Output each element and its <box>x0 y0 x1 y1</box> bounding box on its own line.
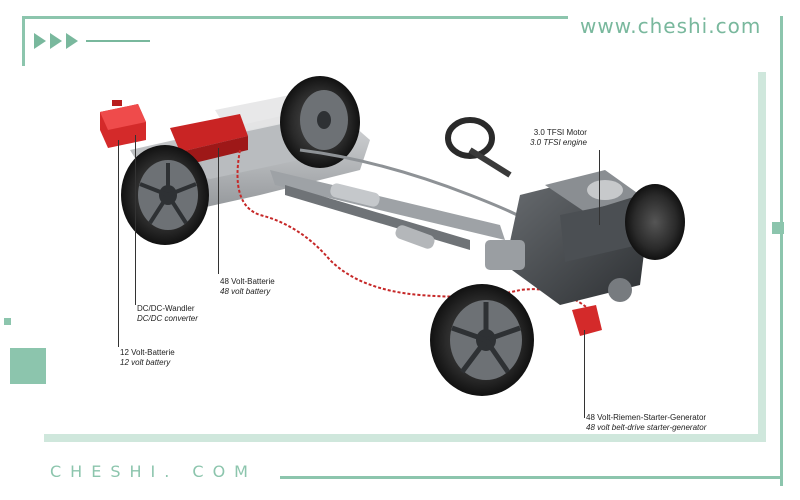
label-engine-de: 3.0 TFSI Motor <box>533 128 587 137</box>
frame-inner-bottom <box>44 434 766 442</box>
label-dcdc-de: DC/DC-Wandler <box>137 304 195 313</box>
label-battery48-en: 48 volt battery <box>220 287 271 296</box>
arrow-underline <box>86 40 150 42</box>
frame-right-line <box>780 16 783 486</box>
driveshaft-exhaust <box>270 148 537 250</box>
label-battery48-de: 48 Volt-Batterie <box>220 277 275 286</box>
leader-bsg <box>584 330 585 418</box>
front-right-wheel <box>625 184 685 260</box>
frame-bottom-line <box>280 476 783 479</box>
label-engine: 3.0 TFSI Motor 3.0 TFSI engine <box>530 128 587 148</box>
engine-block <box>485 170 650 305</box>
label-battery12-de: 12 Volt-Batterie <box>120 348 175 357</box>
label-bsg: 48 Volt-Riemen-Starter-Generator 48 volt… <box>586 413 706 433</box>
watermark-footer-brand: CHESHI. COM <box>50 462 257 481</box>
battery-12v-shape <box>100 100 146 148</box>
steering-wheel-icon <box>445 117 512 178</box>
triple-arrow-icon <box>34 33 78 49</box>
label-dcdc-en: DC/DC converter <box>137 314 198 323</box>
decor-square-large <box>10 348 46 384</box>
label-bsg-de: 48 Volt-Riemen-Starter-Generator <box>586 413 707 422</box>
leader-battery12 <box>118 140 119 347</box>
label-battery48: 48 Volt-Batterie 48 volt battery <box>220 277 275 297</box>
leader-dcdc <box>135 135 136 305</box>
label-battery12: 12 Volt-Batterie 12 volt battery <box>120 348 175 368</box>
label-battery12-en: 12 volt battery <box>120 358 171 367</box>
label-bsg-en: 48 volt belt-drive starter-generator <box>586 423 707 432</box>
rear-left-wheel <box>121 145 209 245</box>
belt-starter-generator-shape <box>572 305 602 336</box>
frame-left-line <box>22 16 25 66</box>
leader-battery48 <box>218 148 219 274</box>
rear-right-wheel <box>280 76 360 168</box>
battery-48v-shape <box>170 114 248 166</box>
decor-square-small-left <box>4 318 11 325</box>
label-engine-en: 3.0 TFSI engine <box>530 138 587 147</box>
watermark-site-url: www.cheshi.com <box>580 14 762 38</box>
label-dcdc: DC/DC-Wandler DC/DC converter <box>137 304 198 324</box>
front-left-wheel <box>430 284 534 396</box>
leader-engine <box>599 150 600 225</box>
decor-square-small-right <box>772 222 784 234</box>
frame-top-line <box>22 16 568 19</box>
frame-inner-right <box>758 72 766 442</box>
